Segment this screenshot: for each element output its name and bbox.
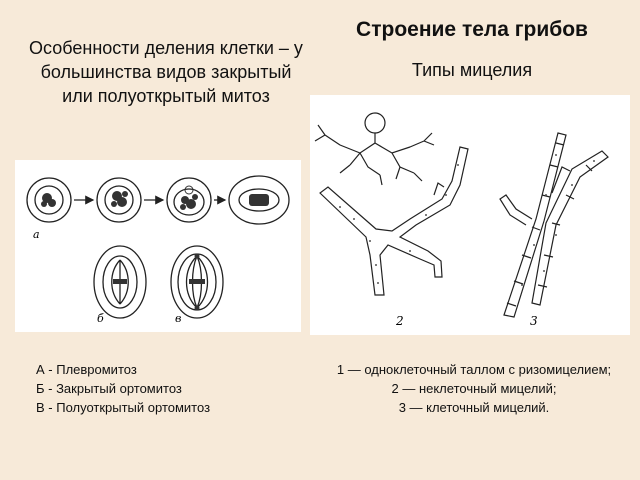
mitosis-figure: а б в bbox=[15, 160, 301, 332]
legend-item: В - Полуоткрытый ортомитоз bbox=[36, 400, 211, 415]
legend-item: 3 — клеточный мицелий. bbox=[398, 400, 550, 415]
mycelium-diagram: 2 3 bbox=[314, 112, 609, 328]
slide-title: Строение тела грибов bbox=[356, 18, 588, 41]
legend-item: 2 — неклеточный мицелий; bbox=[391, 381, 557, 396]
mitosis-legend: А - Плевромитоз Б - Закрытый ортомитоз В… bbox=[36, 360, 316, 417]
legend-item: А - Плевромитоз bbox=[36, 362, 137, 377]
legend-item: Б - Закрытый ортомитоз bbox=[36, 381, 182, 396]
mycelium-figure: 2 3 bbox=[310, 95, 630, 335]
mitosis-heading: Особенности деления клетки – у большинст… bbox=[29, 38, 303, 106]
label-3: 3 bbox=[530, 314, 538, 328]
slide-subtitle: Типы мицелия bbox=[411, 60, 533, 80]
mycelium-legend: 1 — одноклеточный таллом с ризомицелием;… bbox=[326, 360, 622, 417]
label-b: б bbox=[97, 312, 104, 325]
label-c: в bbox=[175, 312, 181, 325]
legend-item: 1 — одноклеточный таллом с ризомицелием; bbox=[336, 362, 612, 377]
label-a: а bbox=[33, 228, 40, 241]
mitosis-diagram: а б в bbox=[26, 175, 290, 325]
label-2: 2 bbox=[395, 314, 404, 328]
